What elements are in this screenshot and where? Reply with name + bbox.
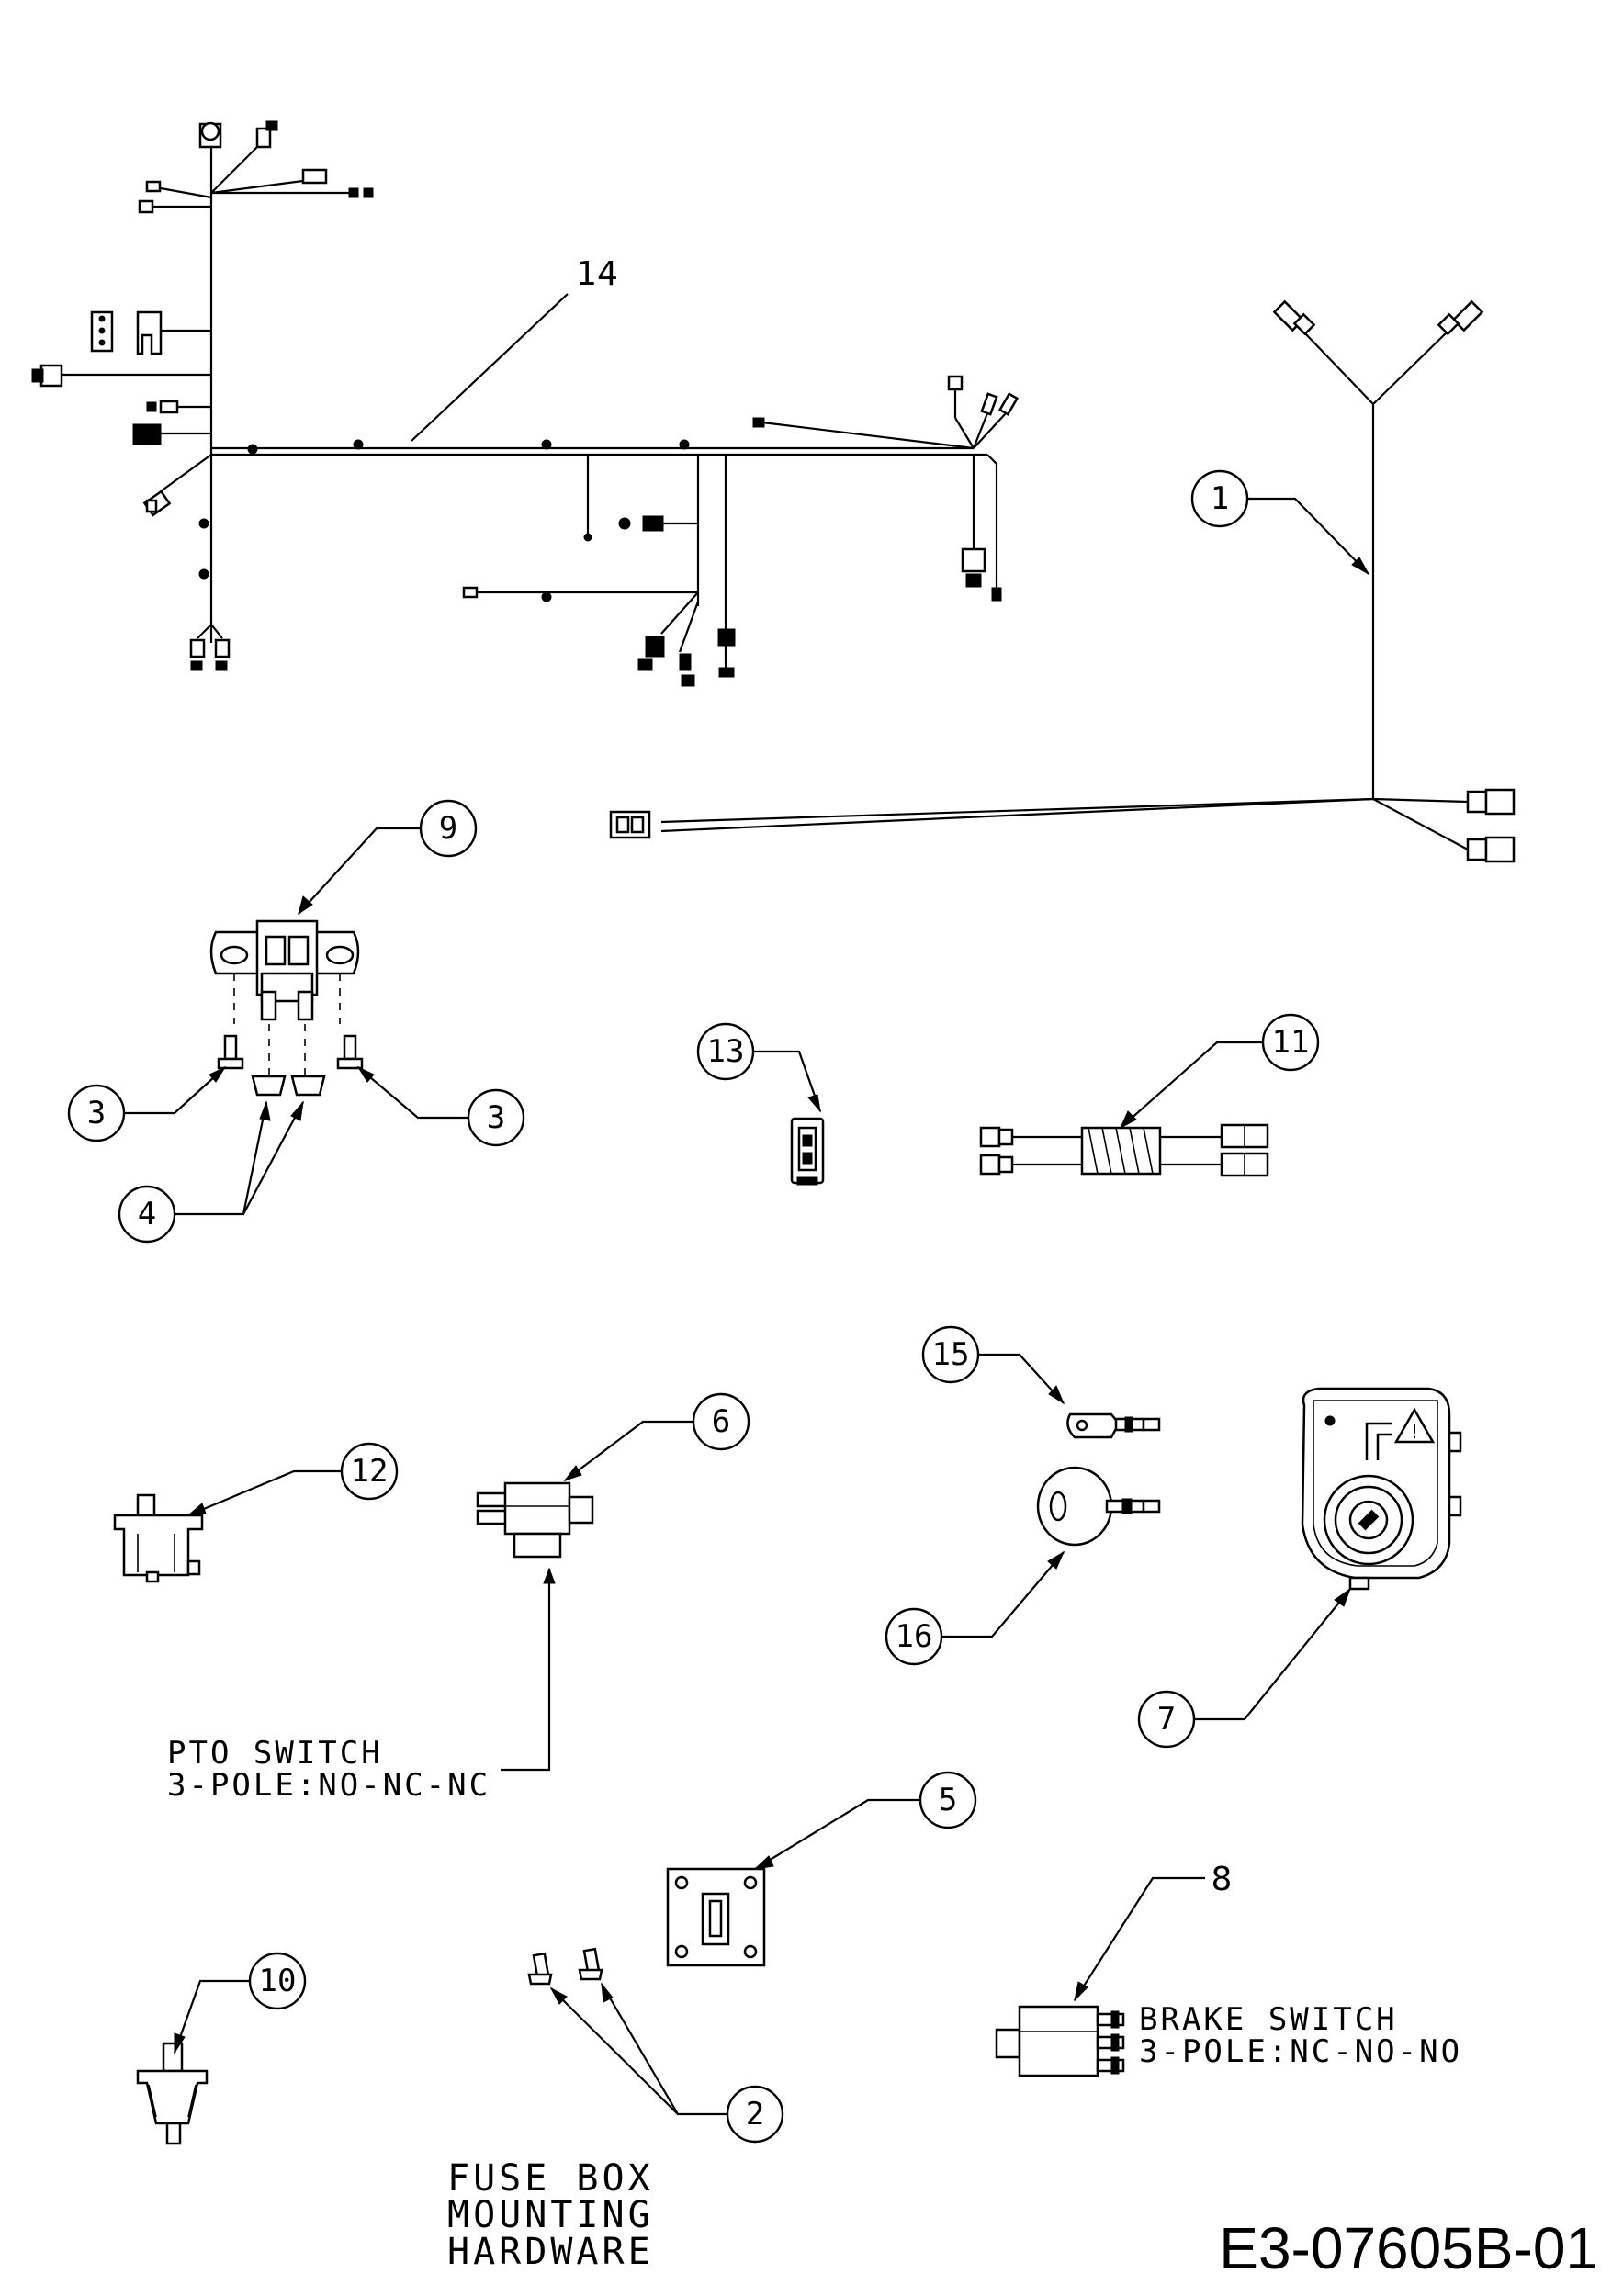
fuse-label-line3: HARDWARE xyxy=(447,2231,654,2273)
svg-text:3: 3 xyxy=(87,1095,106,1131)
brake-label-line1: BRAKE SWITCH xyxy=(1139,2001,1398,2038)
switch-10 xyxy=(136,2042,209,2145)
rocker-switch-13 xyxy=(790,1117,825,1186)
callout-6: 6 xyxy=(563,1392,750,1481)
callout-12: 12 xyxy=(186,1442,399,1517)
screw-3-right xyxy=(336,1034,364,1070)
mounting-screws-2 xyxy=(527,1947,603,1986)
pto-switch-label: PTO SWITCH 3-POLE:NO-NC-NC xyxy=(167,1735,490,1804)
callout-5: 5 xyxy=(753,1771,977,1870)
callout-14: 14 xyxy=(411,255,618,442)
callout-9: 9 xyxy=(298,799,478,916)
callout-2: 2 xyxy=(549,1982,784,2144)
svg-text:4: 4 xyxy=(138,1196,156,1232)
brake-switch-label: BRAKE SWITCH 3-POLE:NC-NO-NO xyxy=(1139,2001,1462,2070)
drawing-number: E3-07605B-01 xyxy=(1219,2215,1598,2281)
callout-16: 16 xyxy=(885,1550,1065,1666)
svg-text:9: 9 xyxy=(439,810,457,847)
svg-text:7: 7 xyxy=(1157,1701,1176,1738)
screw-3-left xyxy=(217,1034,244,1070)
svg-text:2: 2 xyxy=(746,2096,764,2133)
callout-1: 1 xyxy=(1190,469,1370,576)
svg-text:13: 13 xyxy=(707,1033,745,1070)
nuts-4 xyxy=(251,1075,326,1097)
svg-text:6: 6 xyxy=(712,1403,730,1440)
brake-label-line2: 3-POLE:NC-NO-NO xyxy=(1139,2033,1462,2070)
fuse-box-5 xyxy=(666,1867,766,1967)
svg-text:!: ! xyxy=(1411,1421,1418,1443)
callout-3-right: 3 xyxy=(356,1065,525,1147)
key-15 xyxy=(1066,1412,1161,1439)
y-harness xyxy=(609,299,1516,863)
callout-14-label: 14 xyxy=(576,255,618,293)
svg-text:1: 1 xyxy=(1211,480,1229,517)
svg-text:5: 5 xyxy=(939,1782,957,1818)
fuse-label-line2: MOUNTING xyxy=(447,2194,654,2236)
svg-text:16: 16 xyxy=(896,1618,933,1655)
callout-13: 13 xyxy=(696,1022,822,1113)
callout-10: 10 xyxy=(173,1952,307,2054)
fuse-label-line1: FUSE BOX xyxy=(447,2157,654,2200)
ignition-switch-7: ! xyxy=(1301,1387,1462,1591)
brake-switch-8 xyxy=(995,2005,1125,2077)
jumper-harness-11 xyxy=(979,1123,1269,1177)
pto-label-line2: 3-POLE:NO-NC-NC xyxy=(167,1767,490,1804)
svg-text:12: 12 xyxy=(351,1453,389,1490)
pto-switch-6 xyxy=(476,1481,594,1559)
key-16 xyxy=(1036,1466,1161,1547)
svg-text:10: 10 xyxy=(259,1963,297,1999)
callout-11: 11 xyxy=(1119,1013,1320,1130)
svg-text:11: 11 xyxy=(1272,1024,1310,1061)
fuse-box-label: FUSE BOX MOUNTING HARDWARE xyxy=(447,2157,654,2273)
pto-label-leader xyxy=(501,1567,556,1772)
main-wire-harness xyxy=(31,120,1020,687)
svg-text:15: 15 xyxy=(932,1336,970,1373)
switch-12 xyxy=(113,1493,204,1583)
callout-7: 7 xyxy=(1137,1587,1352,1749)
pto-label-line1: PTO SWITCH xyxy=(167,1735,383,1772)
svg-text:8: 8 xyxy=(1212,1861,1233,1898)
relay xyxy=(209,919,360,1075)
callout-3-left: 3 xyxy=(67,1065,227,1142)
callout-8: 8 xyxy=(1074,1861,1233,2002)
callout-4: 4 xyxy=(118,1100,304,1244)
svg-text:3: 3 xyxy=(487,1099,505,1136)
callout-15: 15 xyxy=(921,1325,1065,1405)
